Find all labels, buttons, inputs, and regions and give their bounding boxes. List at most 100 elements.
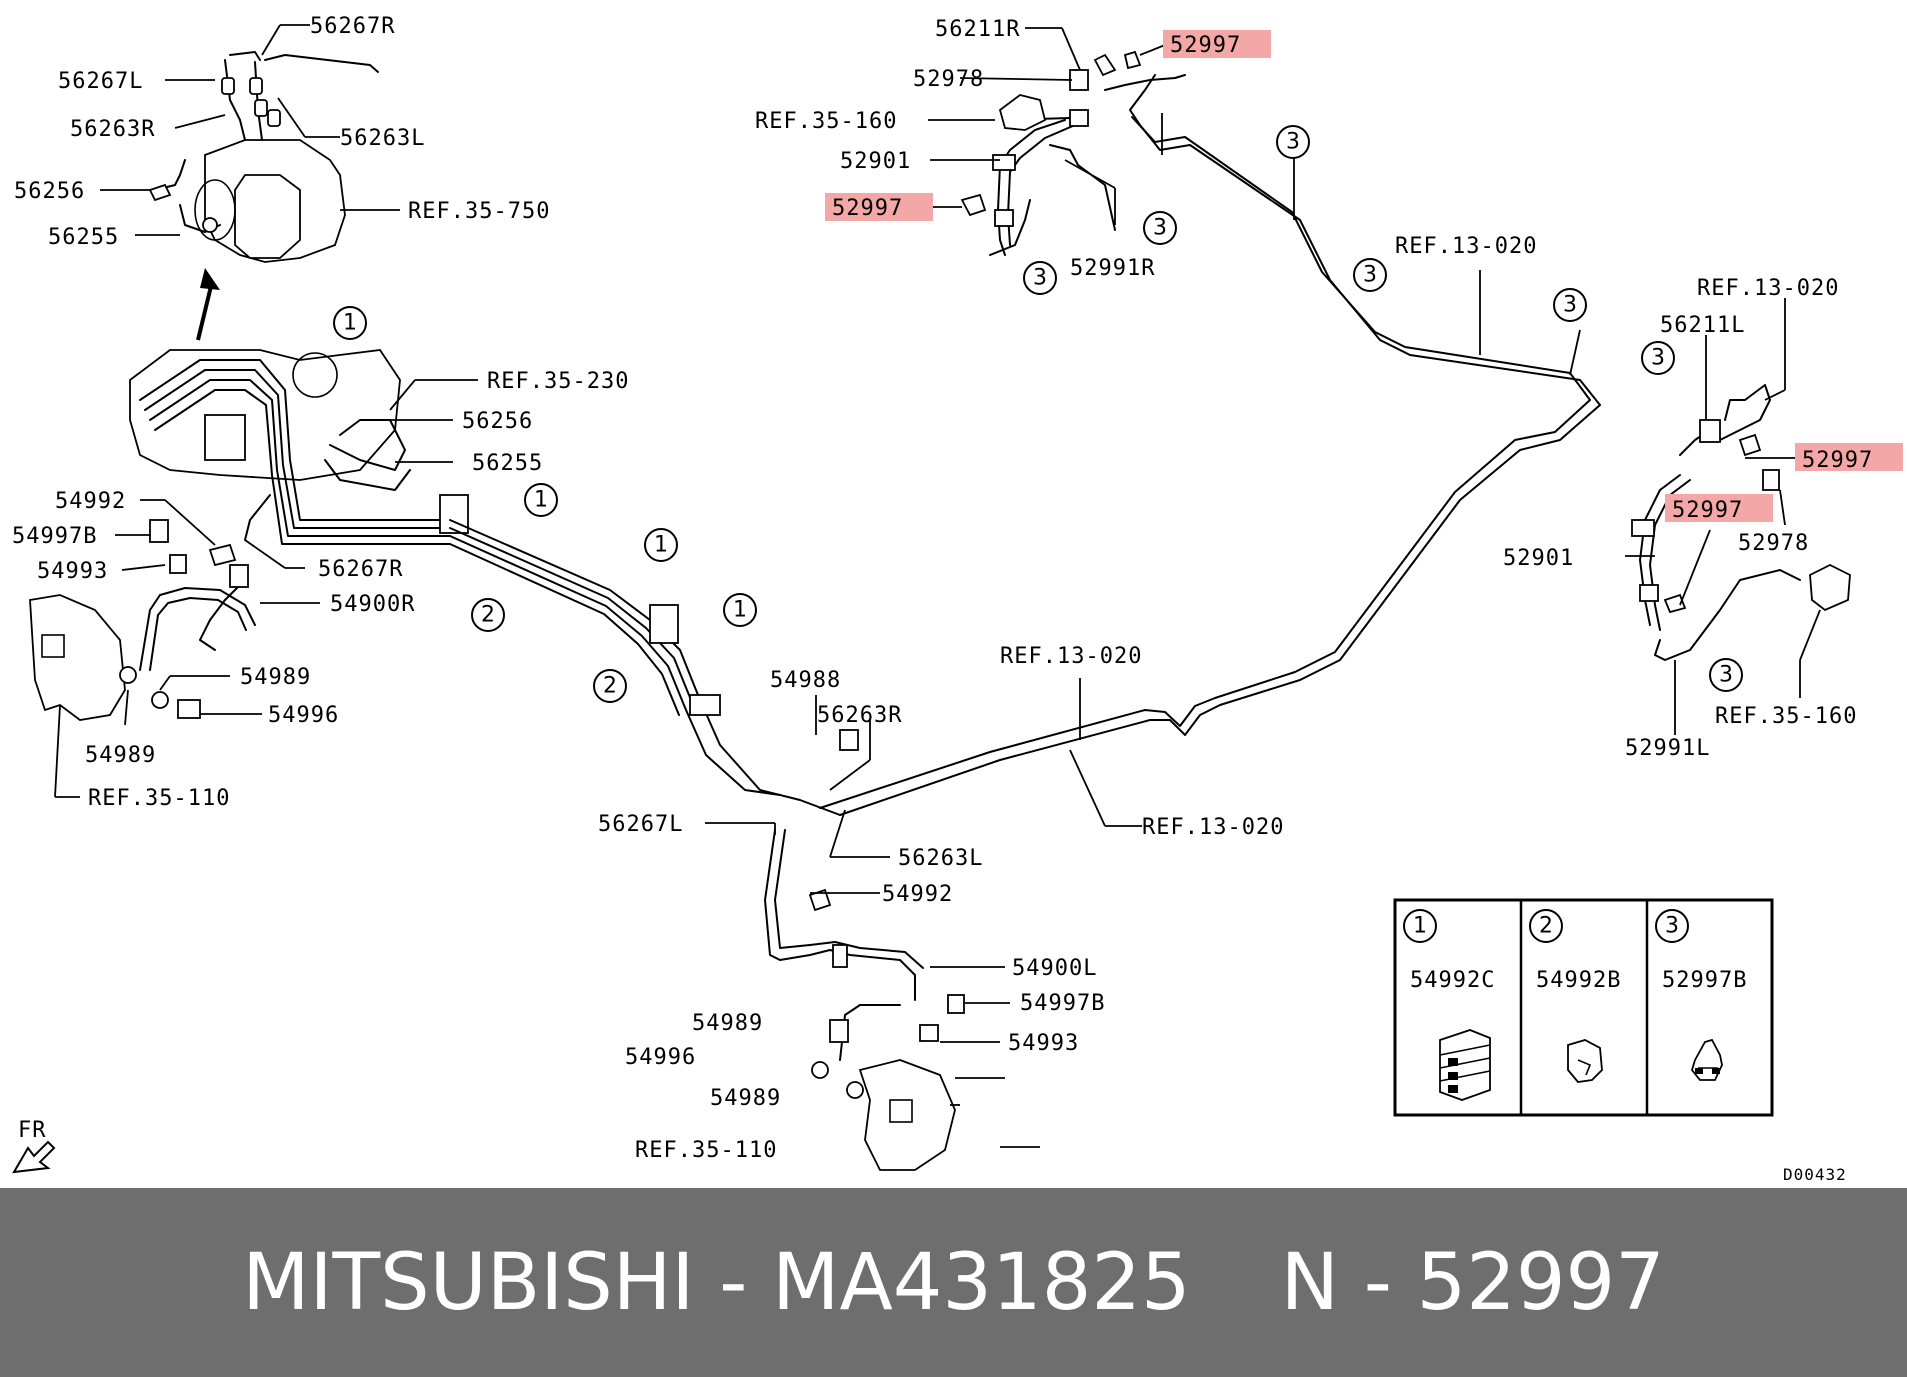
svg-text:56267R: 56267R <box>310 14 395 39</box>
footer-alt-part: N - 52997 <box>1280 1237 1665 1328</box>
footer-banner: MITSUBISHI - MA431825 N - 52997 <box>0 1188 1907 1377</box>
svg-text:3: 3 <box>1286 130 1300 155</box>
svg-text:54989: 54989 <box>692 1011 763 1036</box>
front-right-hose <box>960 50 1186 256</box>
svg-text:56263L: 56263L <box>898 846 983 871</box>
rear-left-hose <box>1631 384 1851 661</box>
svg-text:52991L: 52991L <box>1625 736 1710 761</box>
legend-callout-3: 3 <box>1655 909 1689 943</box>
callout-1: 1 <box>333 306 367 340</box>
front-direction-indicator: FR <box>12 1118 56 1174</box>
highlight-52997 <box>1665 494 1773 522</box>
svg-text:REF.35-230: REF.35-230 <box>487 369 629 394</box>
leader-lines <box>54 24 1821 1148</box>
svg-text:56256: 56256 <box>462 409 533 434</box>
clip-54992C-icon <box>1439 1029 1491 1101</box>
left-caliper-cluster <box>29 519 256 721</box>
svg-text:54900R: 54900R <box>330 592 415 617</box>
legend-box: 1 2 3 54992C 54992B 52997B <box>1393 898 1774 1117</box>
svg-text:56255: 56255 <box>48 225 119 250</box>
svg-text:54996: 54996 <box>625 1045 696 1070</box>
svg-text:2: 2 <box>481 603 495 628</box>
svg-text:54993: 54993 <box>37 559 108 584</box>
svg-text:54997B: 54997B <box>1020 991 1105 1016</box>
svg-text:52901: 52901 <box>840 149 911 174</box>
svg-text:56211L: 56211L <box>1660 313 1745 338</box>
callout-2: 2 <box>593 669 627 703</box>
svg-text:52901: 52901 <box>1503 546 1574 571</box>
svg-text:REF.13-020: REF.13-020 <box>1395 234 1537 259</box>
trunk-lines <box>449 74 1601 816</box>
highlight-52997 <box>1795 443 1903 471</box>
legend-part-1: 54992C <box>1410 968 1495 993</box>
svg-text:3: 3 <box>1363 263 1377 288</box>
legend-callout-2: 2 <box>1529 909 1563 943</box>
svg-text:3: 3 <box>1563 293 1577 318</box>
svg-text:52978: 52978 <box>1738 531 1809 556</box>
clip-54992B-icon <box>1567 1039 1603 1083</box>
callout-2: 2 <box>471 598 505 632</box>
callout-3: 3 <box>1709 658 1743 692</box>
svg-text:REF.13-020: REF.13-020 <box>1142 815 1284 840</box>
svg-text:1: 1 <box>534 488 548 513</box>
svg-text:54900L: 54900L <box>1012 956 1097 981</box>
footer-brand-part: MITSUBISHI - MA431825 <box>242 1237 1191 1328</box>
svg-text:54997B: 54997B <box>12 524 97 549</box>
svg-text:56256: 56256 <box>14 179 85 204</box>
svg-text:54989: 54989 <box>85 743 156 768</box>
svg-text:56267L: 56267L <box>598 812 683 837</box>
highlight-52997 <box>1163 30 1271 58</box>
svg-text:REF.35-160: REF.35-160 <box>1715 704 1857 729</box>
brake-line-diagram: 1 1 1 1 2 2 3 3 3 3 3 3 3 56267R 56267L … <box>12 14 1903 1184</box>
svg-text:54989: 54989 <box>240 665 311 690</box>
svg-text:56263L: 56263L <box>340 126 425 151</box>
callout-3: 3 <box>1143 211 1177 245</box>
svg-text:52991R: 52991R <box>1070 256 1155 281</box>
callout-3: 3 <box>1023 261 1057 295</box>
svg-text:3: 3 <box>1651 346 1665 371</box>
svg-text:1: 1 <box>1413 914 1427 939</box>
svg-text:3: 3 <box>1033 266 1047 291</box>
svg-text:52978: 52978 <box>913 67 984 92</box>
svg-text:56267R: 56267R <box>318 557 403 582</box>
svg-text:54988: 54988 <box>770 668 841 693</box>
abs-unit-top <box>148 51 379 263</box>
clip-52997B-icon <box>1691 1038 1723 1081</box>
callout-3: 3 <box>1276 125 1310 159</box>
svg-text:56263R: 56263R <box>70 117 155 142</box>
bottom-caliper-cluster <box>764 729 965 1171</box>
arrow-up-icon <box>196 268 220 341</box>
svg-text:3: 3 <box>1665 914 1679 939</box>
legend-callout-1: 1 <box>1403 909 1437 943</box>
abs-unit-mid <box>129 349 469 545</box>
highlight-52997 <box>825 193 933 221</box>
svg-text:54992: 54992 <box>55 489 126 514</box>
svg-text:54993: 54993 <box>1008 1031 1079 1056</box>
part-labels: 56267R 56267L 56263R 56263L 56256 56255 … <box>12 14 1903 1163</box>
legend-part-2: 54992B <box>1536 968 1621 993</box>
svg-text:REF.35-110: REF.35-110 <box>88 786 230 811</box>
svg-text:56255: 56255 <box>472 451 543 476</box>
callout-1: 1 <box>723 593 757 627</box>
svg-text:1: 1 <box>654 533 668 558</box>
callout-1: 1 <box>644 528 678 562</box>
svg-text:52997: 52997 <box>1802 448 1873 473</box>
svg-text:52997: 52997 <box>1672 498 1743 523</box>
svg-text:56267L: 56267L <box>58 69 143 94</box>
svg-text:1: 1 <box>733 598 747 623</box>
svg-text:REF.13-020: REF.13-020 <box>1000 644 1142 669</box>
svg-text:52997: 52997 <box>1170 33 1241 58</box>
svg-text:2: 2 <box>603 674 617 699</box>
svg-text:56263R: 56263R <box>817 703 902 728</box>
svg-text:3: 3 <box>1719 663 1733 688</box>
svg-text:54992: 54992 <box>882 882 953 907</box>
svg-text:REF.35-160: REF.35-160 <box>755 109 897 134</box>
svg-text:3: 3 <box>1153 216 1167 241</box>
callout-3: 3 <box>1641 341 1675 375</box>
svg-text:REF.13-020: REF.13-020 <box>1697 276 1839 301</box>
svg-text:54996: 54996 <box>268 703 339 728</box>
svg-text:54989: 54989 <box>710 1086 781 1111</box>
svg-text:REF.35-110: REF.35-110 <box>635 1138 777 1163</box>
svg-text:52997: 52997 <box>832 196 903 221</box>
callout-3: 3 <box>1353 258 1387 292</box>
